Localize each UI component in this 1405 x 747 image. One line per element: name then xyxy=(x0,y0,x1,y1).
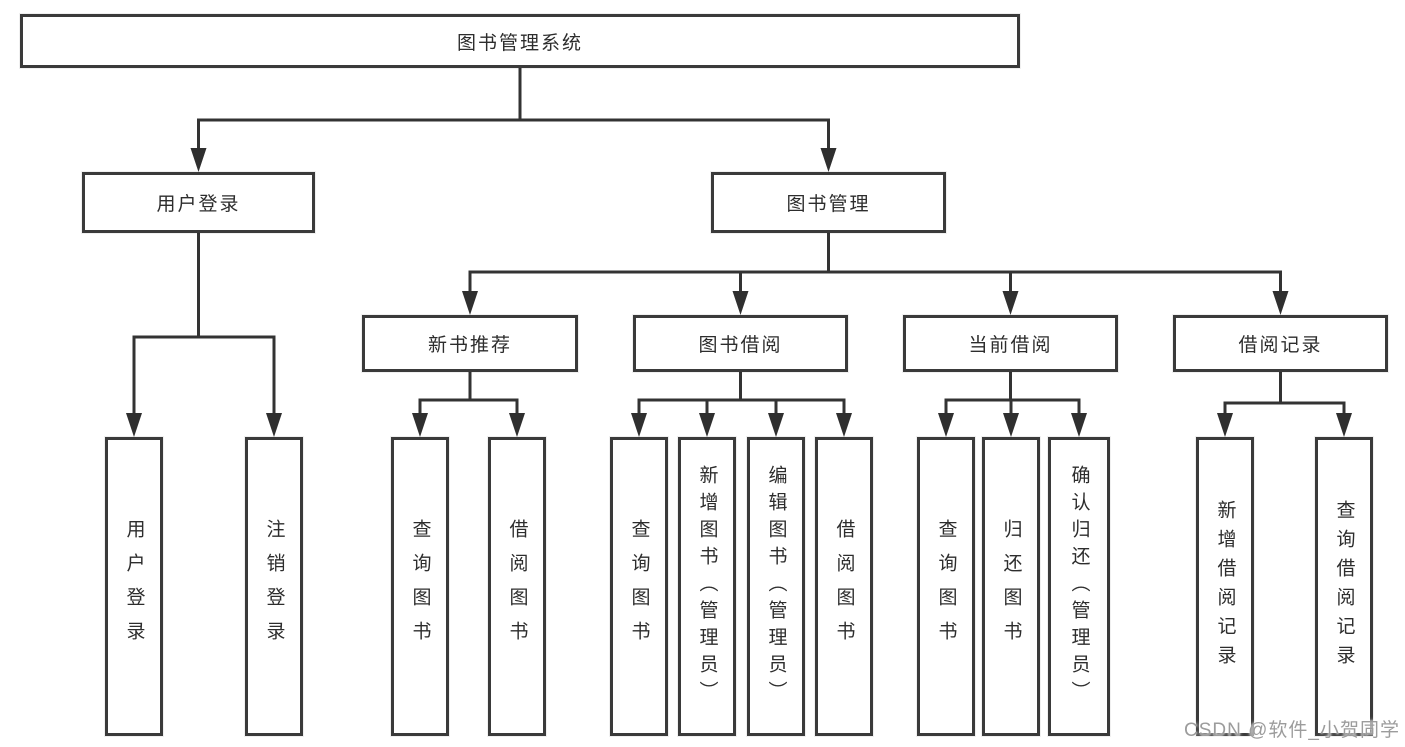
node-root: 图书管理系统 xyxy=(20,14,1020,68)
leaf-edit-book-admin-label: 编辑图书（管理员） xyxy=(765,465,787,708)
csdn-watermark: CSDN @软件_小贺同学 xyxy=(1184,720,1400,741)
leaf-query-borrow-record: 查询借阅记录 xyxy=(1315,437,1373,736)
arrowhead-icons xyxy=(126,148,1352,437)
node-book-management-label: 图书管理 xyxy=(786,194,871,215)
node-current-borrow: 当前借阅 xyxy=(903,315,1118,372)
node-user-login: 用户登录 xyxy=(82,172,315,233)
node-user-login-label: 用户登录 xyxy=(156,194,241,215)
leaf-add-book-admin-label: 新增图书（管理员） xyxy=(696,465,718,708)
leaf-current-query-books: 查询图书 xyxy=(917,437,975,736)
node-borrow-records: 借阅记录 xyxy=(1173,315,1388,372)
leaf-borrow-query-books-label: 查询图书 xyxy=(628,518,650,655)
leaf-return-books: 归还图书 xyxy=(982,437,1040,736)
leaf-current-query-books-label: 查询图书 xyxy=(935,518,957,655)
leaf-logout: 注销登录 xyxy=(245,437,303,736)
leaf-add-borrow-record-label: 新增借阅记录 xyxy=(1214,499,1236,674)
leaf-logout-label: 注销登录 xyxy=(263,518,285,655)
leaf-edit-book-admin: 编辑图书（管理员） xyxy=(747,437,805,736)
leaf-user-login-label: 用户登录 xyxy=(123,518,145,655)
node-current-borrow-label: 当前借阅 xyxy=(968,335,1053,356)
node-book-management: 图书管理 xyxy=(711,172,946,233)
leaf-confirm-return-admin: 确认归还（管理员） xyxy=(1048,437,1110,736)
leaf-confirm-return-admin-label: 确认归还（管理员） xyxy=(1068,465,1090,708)
node-book-borrow: 图书借阅 xyxy=(633,315,848,372)
leaf-borrow-borrow-books: 借阅图书 xyxy=(815,437,873,736)
leaf-newbook-borrow-books: 借阅图书 xyxy=(488,437,546,736)
leaf-borrow-query-books: 查询图书 xyxy=(610,437,668,736)
leaf-return-books-label: 归还图书 xyxy=(1000,518,1022,655)
leaf-borrow-borrow-books-label: 借阅图书 xyxy=(833,518,855,655)
leaf-newbook-query-books: 查询图书 xyxy=(391,437,449,736)
leaf-add-book-admin: 新增图书（管理员） xyxy=(678,437,736,736)
node-borrow-records-label: 借阅记录 xyxy=(1238,335,1323,356)
leaf-newbook-borrow-books-label: 借阅图书 xyxy=(506,518,528,655)
leaf-query-borrow-record-label: 查询借阅记录 xyxy=(1333,499,1355,674)
node-root-label: 图书管理系统 xyxy=(456,32,583,54)
leaf-add-borrow-record: 新增借阅记录 xyxy=(1196,437,1254,736)
node-new-book-recommend-label: 新书推荐 xyxy=(427,335,512,356)
node-new-book-recommend: 新书推荐 xyxy=(362,315,578,372)
leaf-newbook-query-books-label: 查询图书 xyxy=(409,518,431,655)
leaf-user-login: 用户登录 xyxy=(105,437,163,736)
node-book-borrow-label: 图书借阅 xyxy=(698,335,783,356)
